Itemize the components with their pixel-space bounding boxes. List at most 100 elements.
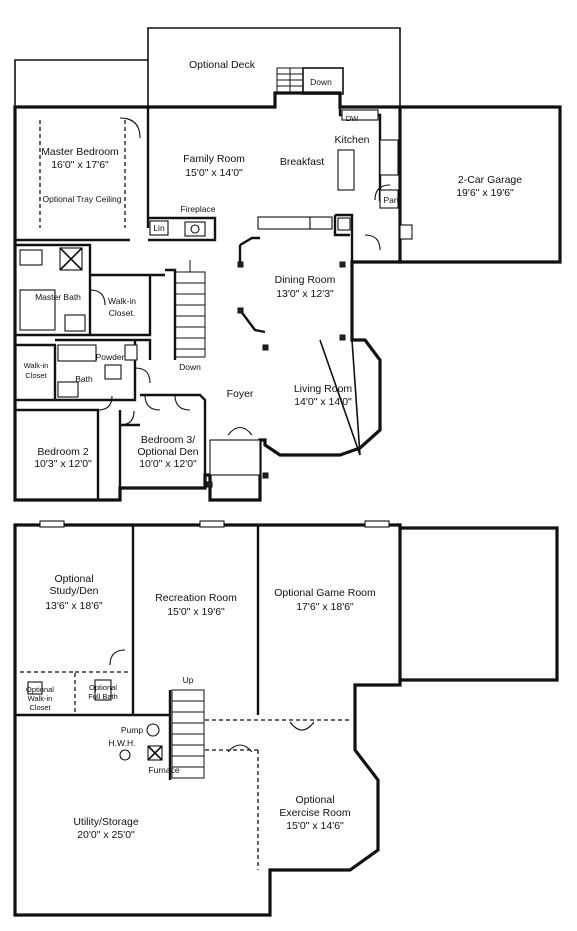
garage-size: 19'6" x 19'6"	[456, 187, 514, 199]
linen-closet	[149, 220, 169, 236]
column-5	[339, 334, 346, 341]
deck-down-label: Down	[310, 77, 332, 87]
window-3	[364, 520, 390, 528]
bedroom3-label-1: Bedroom 3/	[141, 434, 195, 446]
dining-column-bl	[239, 309, 266, 334]
breakfast-label: Breakfast	[280, 156, 324, 168]
opt-bath-label-2: Full Bath	[88, 692, 118, 701]
study-door	[109, 649, 126, 666]
master-bath-label: Master Bath	[35, 292, 81, 302]
bedroom3-door	[119, 410, 135, 426]
study-label-1: Optional	[54, 573, 93, 585]
deck-outline-left	[14, 59, 148, 107]
walk-in-closet-label-2: Closet.	[109, 308, 135, 318]
living-room-size: 14'0" x 14'0"	[294, 396, 352, 408]
bedroom2-door	[97, 395, 113, 411]
pump-label: Pump	[121, 725, 143, 735]
lower-interior-walls	[15, 525, 260, 717]
living-room-label: Living Room	[294, 383, 353, 395]
stair-up-label: Up	[183, 675, 194, 685]
upper-exterior-wall	[13, 91, 402, 502]
powder-door	[134, 367, 151, 384]
garage-step	[399, 224, 413, 240]
lower-floor: Optional Study/Den 13'6" x 18'6" Recreat…	[13, 520, 559, 917]
powder-label: Powder	[96, 352, 125, 362]
toilet	[19, 249, 43, 266]
upper-floor: Optional Deck Down Master Bedroom 16'0" …	[13, 27, 562, 502]
bay-line-2	[351, 339, 361, 456]
column-3	[262, 344, 269, 351]
range	[379, 139, 399, 176]
master-bedroom-size: 16'0" x 17'6"	[51, 159, 109, 171]
master-bedroom-wall	[13, 107, 150, 245]
walk-in-closet-label-1: Walk-in	[108, 296, 136, 306]
stair-wall	[165, 268, 177, 360]
powder-toilet	[104, 364, 122, 380]
garage-entry-door	[364, 234, 381, 251]
exercise-door	[227, 744, 253, 753]
game-room-size: 17'6" x 18'6"	[296, 601, 354, 613]
study-size: 13'6" x 18'6"	[45, 600, 103, 612]
window-2	[199, 520, 225, 528]
breakfast-counter	[257, 216, 311, 230]
bedroom2-size: 10'3" x 12'0"	[34, 458, 92, 470]
front-door	[227, 426, 253, 436]
bath-label: Bath	[75, 374, 93, 384]
dining-room-size: 13'0" x 12'3"	[276, 288, 334, 300]
main-stairs	[174, 260, 206, 358]
furnace-label: Furnace	[148, 765, 179, 775]
bedroom2-label: Bedroom 2	[37, 446, 89, 458]
exercise-room-outline	[205, 719, 350, 870]
deck-label: Optional Deck	[189, 59, 256, 71]
lower-garage-foundation	[398, 526, 559, 682]
hwh-icon	[119, 749, 131, 761]
deck-outline	[147, 27, 401, 107]
pan-label: Pan	[383, 195, 398, 205]
master-bedroom-label: Master Bedroom	[41, 146, 119, 158]
powder-sink	[124, 344, 138, 361]
column-2	[237, 307, 244, 314]
lower-exterior-wall	[13, 523, 402, 917]
opt-bath-tub	[94, 679, 112, 701]
study-label-2: Study/Den	[49, 585, 98, 597]
dw-label: DW	[346, 114, 359, 123]
kitchen-label: Kitchen	[334, 134, 369, 146]
laundry-sink	[337, 217, 351, 231]
porch-post-2	[206, 481, 213, 488]
opt-walkin-label-2: Walk-in	[28, 694, 53, 703]
bedroom3-label-2: Optional Den	[137, 446, 198, 458]
recreation-label: Recreation Room	[155, 592, 237, 604]
bay-line-1	[319, 339, 361, 456]
hall-bath-walls	[15, 338, 152, 402]
pump-icon	[146, 723, 160, 737]
pantry-door	[374, 184, 391, 201]
pantry	[379, 189, 399, 209]
garage-label: 2-Car Garage	[458, 174, 522, 186]
exercise-label-2: Exercise Room	[279, 807, 350, 819]
deck-stairs	[276, 67, 304, 95]
opt-bath-label-1: Optional	[89, 683, 117, 692]
hwh-label: H.W.H.	[109, 738, 136, 748]
dining-room-label: Dining Room	[275, 274, 336, 286]
utility-label: Utility/Storage	[73, 816, 139, 828]
walk-in-closet2-label-2: Closet	[25, 371, 47, 380]
tray-ceiling-label: Optional Tray Ceiling	[43, 194, 122, 204]
bedroom3-size: 10'0" x 12'0"	[139, 458, 197, 470]
breakfast-counter-2	[309, 216, 333, 230]
opt-walkin-label-3: Closet	[29, 703, 51, 712]
lin-label: Lin	[153, 223, 165, 233]
porch	[209, 439, 261, 476]
family-room-label: Family Room	[183, 153, 245, 165]
opt-closet-outline	[20, 671, 130, 715]
game-door	[289, 721, 315, 731]
hall-tub	[57, 344, 97, 362]
exercise-size: 15'0" x 14'6"	[286, 820, 344, 832]
hall-sink	[57, 381, 79, 398]
walk-in-closet2-label-1: Walk-in	[24, 361, 49, 370]
recreation-size: 15'0" x 19'6"	[167, 606, 225, 618]
lower-stairs	[171, 689, 205, 779]
window-1	[39, 520, 65, 528]
column-1	[237, 261, 244, 268]
kitchen-sink	[341, 109, 379, 121]
